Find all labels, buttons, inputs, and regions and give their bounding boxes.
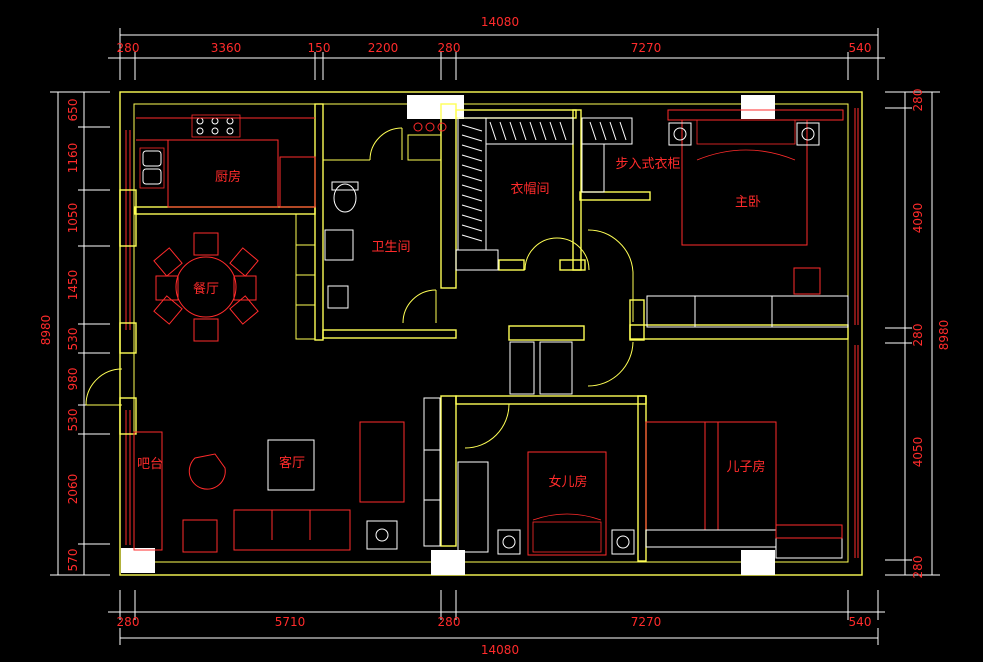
dim-left-seg-7: 530 [66, 409, 80, 432]
dim-left-seg-6: 980 [66, 368, 80, 391]
dim-left-seg-9: 570 [66, 549, 80, 572]
dim-bottom-seg-3: 280 [438, 615, 461, 629]
dim-left-seg-5: 530 [66, 328, 80, 351]
bathroom-fixtures [295, 122, 447, 340]
room-label-kitchen: 厨房 [215, 169, 241, 185]
dining-furniture [153, 232, 259, 342]
corridor-storage [423, 341, 573, 547]
dim-right-seg-5: 280 [911, 556, 925, 579]
dimension-labels: 14080 280 3360 150 2200 280 7270 540 280… [39, 15, 951, 657]
dim-top-seg-6: 7270 [631, 41, 662, 55]
dim-bottom-seg-4: 7270 [631, 615, 662, 629]
dim-left-total: 8980 [39, 315, 53, 346]
dim-bottom-seg-2: 5710 [275, 615, 306, 629]
daughter-room-furniture [457, 451, 635, 556]
dim-top-seg-7: 540 [849, 41, 872, 55]
dim-bottom-seg-5: 540 [849, 615, 872, 629]
dim-right-seg-4: 4050 [911, 437, 925, 468]
dimension-lines [50, 28, 940, 645]
dim-top-seg-4: 2200 [368, 41, 399, 55]
dim-top-total: 14080 [481, 15, 519, 29]
room-label-cloakroom: 衣帽间 [510, 181, 549, 197]
dim-left-seg-4: 1450 [66, 270, 80, 301]
son-room-furniture [645, 421, 843, 559]
room-labels: 厨房 餐厅 卫生间 衣帽间 步入式衣柜 主卧 客厅 吧台 女儿房 儿子房 [137, 156, 766, 490]
structural-columns [121, 95, 775, 575]
dim-left-seg-8: 2060 [66, 474, 80, 505]
room-label-bathroom: 卫生间 [371, 240, 410, 255]
outer-walls [119, 91, 863, 576]
room-label-master-bedroom: 主卧 [735, 195, 761, 210]
cloakroom-storage [455, 117, 633, 271]
dim-top-seg-2: 3360 [211, 41, 242, 55]
dim-right-seg-1: 280 [911, 89, 925, 112]
dim-top-seg-3: 150 [308, 41, 331, 55]
dim-right-total: 8980 [937, 320, 951, 351]
dim-left-seg-2: 1160 [66, 143, 80, 174]
living-room-furniture [133, 421, 405, 553]
room-label-walkin-closet: 步入式衣柜 [615, 156, 680, 172]
dim-left-seg-1: 650 [66, 99, 80, 122]
dim-top-seg-1: 280 [117, 41, 140, 55]
kitchen-furniture [136, 114, 316, 208]
interior-walls [119, 103, 849, 562]
dim-right-seg-3: 280 [911, 324, 925, 347]
room-label-living-room: 客厅 [279, 455, 305, 471]
room-label-son-room: 儿子房 [726, 459, 765, 475]
room-label-dining: 餐厅 [193, 281, 219, 297]
room-label-daughter-room: 女儿房 [548, 474, 587, 490]
doors [85, 127, 634, 449]
dim-top-seg-5: 280 [438, 41, 461, 55]
dim-bottom-total: 14080 [481, 643, 519, 657]
dim-bottom-seg-1: 280 [117, 615, 140, 629]
room-label-bar: 吧台 [137, 457, 163, 472]
dim-left-seg-3: 1050 [66, 203, 80, 234]
master-bedroom-furniture [646, 109, 849, 328]
dim-right-seg-2: 4090 [911, 203, 925, 234]
